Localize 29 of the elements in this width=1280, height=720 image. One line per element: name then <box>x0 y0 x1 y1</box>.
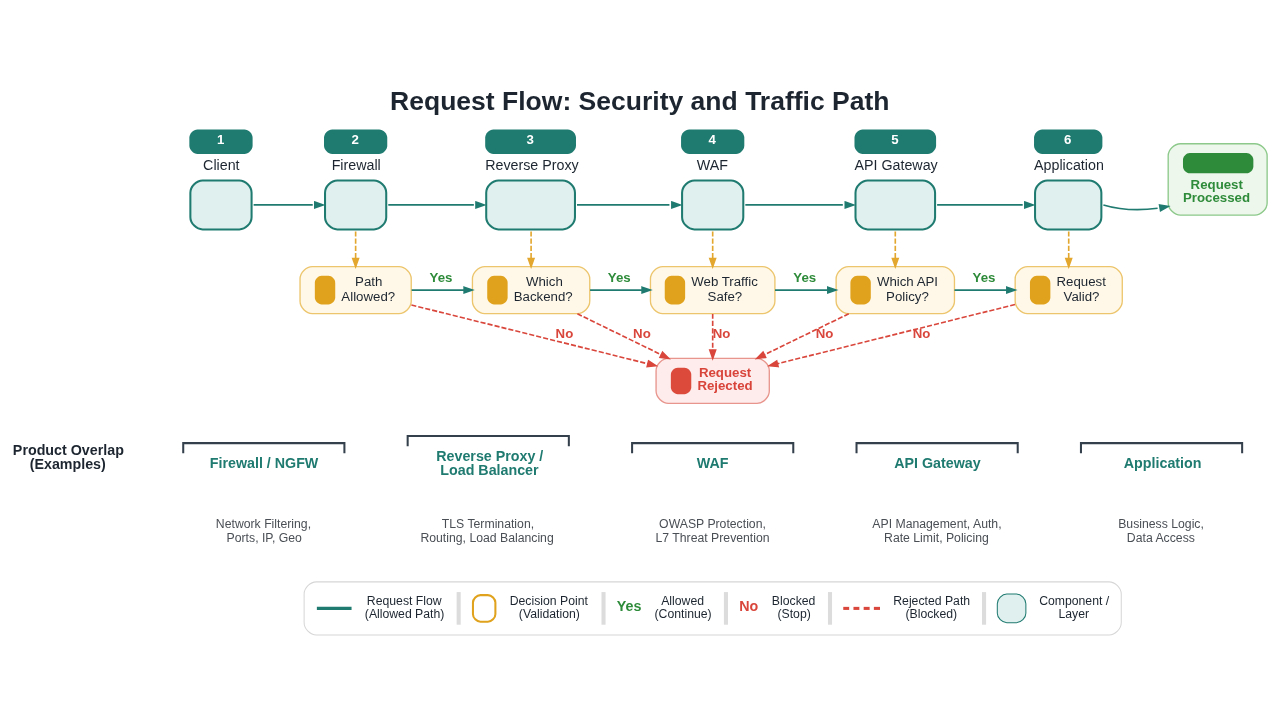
edge-label: No <box>815 325 834 341</box>
label: API Gateway <box>894 454 981 471</box>
legend-label: Rejected Path (Blocked) <box>893 593 971 621</box>
label: No <box>739 597 759 614</box>
label: Product Overlap (Examples) <box>12 441 124 472</box>
edge-label: Yes <box>429 269 453 285</box>
label: Firewall / NGFW <box>209 454 319 471</box>
diagram-title: Request Flow: Security and Traffic Path <box>390 85 890 116</box>
legend-label: Component / Layer <box>1039 593 1110 621</box>
label: API Management, Auth, Rate Limit, Policing <box>872 516 1002 545</box>
legend-label: Allowed (Continue) <box>654 593 712 621</box>
edge-label: Yes <box>793 269 817 285</box>
label: Yes <box>616 597 642 614</box>
label: Application <box>1123 454 1202 471</box>
legend-label: Blocked (Stop) <box>771 593 816 621</box>
edge-label: No <box>912 325 931 341</box>
legend-label: Request Flow (Allowed Path) <box>364 593 445 621</box>
label: Network Filtering, Ports, IP, Geo <box>215 516 312 545</box>
edge-label: No <box>555 325 574 341</box>
legend-label: Decision Point (Validation) <box>509 593 588 621</box>
edge-label: Yes <box>607 269 631 285</box>
edge-label: No <box>633 325 651 341</box>
label: Business Logic, Data Access <box>1118 516 1204 545</box>
label: Reverse Proxy / Load Balancer <box>436 447 544 478</box>
label: TLS Termination, Routing, Load Balancing <box>420 516 554 545</box>
edge-label: Yes <box>972 269 996 285</box>
label: OWASP Protection, L7 Threat Prevention <box>655 516 770 545</box>
label: WAF <box>696 454 729 471</box>
edge-label: No <box>712 325 731 341</box>
